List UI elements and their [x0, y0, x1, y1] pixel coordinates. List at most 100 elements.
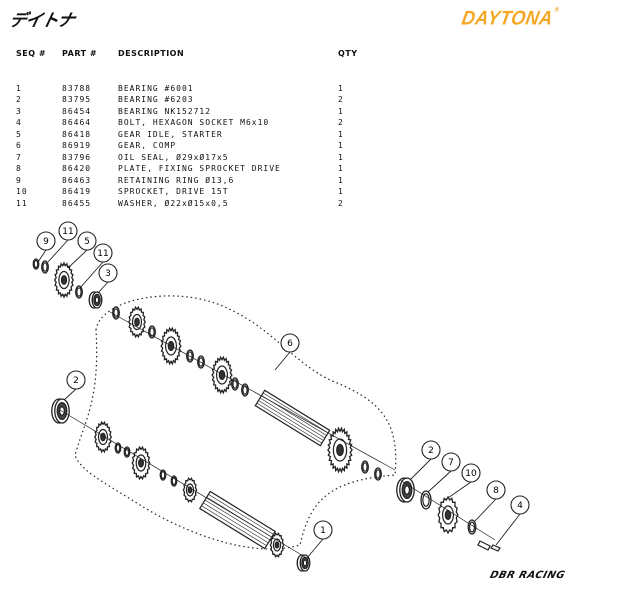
callout-number: 7 [448, 458, 454, 468]
callout-4: 4 [510, 495, 530, 515]
dbr-racing-logo: DBR RACING [488, 570, 567, 581]
callout-leader [306, 538, 324, 559]
qty-cell: 1 [338, 106, 344, 116]
qty-cell: 2 [338, 118, 344, 128]
qty-cell: 2 [338, 198, 344, 208]
gear [94, 420, 113, 454]
callout-5: 5 [77, 231, 97, 251]
callout-number: 11 [97, 249, 108, 259]
washer [123, 446, 131, 458]
description-cell: GEAR IDLE, STARTER [118, 129, 223, 139]
qty-cell: 1 [338, 187, 344, 197]
washer [374, 467, 382, 481]
callout-leader [63, 388, 77, 401]
part-number-cell: 86419 [62, 187, 92, 197]
axis-line [399, 479, 496, 541]
callout-number: 10 [465, 469, 477, 479]
callout-leader [409, 458, 432, 481]
callout-2: 2 [66, 370, 86, 390]
washer-11 [75, 285, 83, 299]
description-cell: BEARING #6203 [118, 95, 194, 105]
part-number-cell: 83788 [62, 84, 92, 93]
registered-mark: ® [553, 6, 560, 14]
bearing-1 [296, 554, 311, 572]
callout-number: 11 [62, 227, 73, 237]
callout-leader [47, 239, 69, 263]
column-header-qty: QTY [338, 49, 358, 58]
washer [361, 460, 369, 474]
gear [131, 445, 151, 481]
callout-leader [444, 481, 472, 501]
callout-1: 1 [313, 520, 333, 540]
column-header-description: DESCRIPTION [118, 49, 185, 58]
qty-cell: 1 [338, 141, 344, 151]
callout-11: 11 [58, 221, 78, 241]
callout-leader [473, 498, 497, 523]
callout-leader [427, 470, 452, 493]
callout-number: 4 [517, 501, 523, 511]
seq-cell: 6 [16, 141, 22, 151]
oil-seal-7 [420, 490, 432, 510]
callout-7: 7 [441, 452, 461, 472]
gear [211, 355, 233, 395]
qty-cell: 1 [338, 175, 344, 185]
callout-leader [495, 513, 521, 546]
part-number-cell: 86464 [62, 118, 92, 128]
description-cell: GEAR, COMP [118, 141, 177, 151]
description-cell: WASHER, Ø22xØ15x0,5 [118, 198, 229, 208]
part-number-cell: 86463 [62, 175, 92, 185]
table-row: 4 86464 BOLT, HEXAGON SOCKET M6x10 2 [0, 118, 617, 129]
callout-leader [67, 249, 88, 269]
callout-number: 2 [428, 446, 434, 456]
leader-lines [37, 239, 521, 561]
callout-3: 3 [98, 263, 118, 283]
parts-layer [32, 258, 501, 572]
callout-leader [274, 351, 291, 371]
part-number-cell: 86454 [62, 106, 92, 116]
seq-cell: 8 [16, 164, 22, 174]
seq-cell: 3 [16, 106, 22, 116]
seq-cell: 7 [16, 152, 22, 162]
seq-cell: 10 [16, 187, 28, 197]
axis-line [59, 409, 311, 561]
callout-leader [97, 281, 109, 294]
gear [128, 305, 147, 339]
seq-cell: 5 [16, 129, 22, 139]
part-number-cell: 86418 [62, 129, 92, 139]
callout-6: 6 [280, 333, 300, 353]
column-header-seq: SEQ # [16, 49, 47, 58]
callout-10: 10 [461, 463, 481, 483]
callout-2: 2 [421, 440, 441, 460]
callout-9: 9 [36, 231, 56, 251]
column-header-part: PART # [62, 49, 98, 58]
callout-leader [37, 249, 47, 263]
callout-8: 8 [486, 480, 506, 500]
description-cell: RETAINING RING Ø13,6 [118, 175, 235, 185]
gear [269, 532, 285, 558]
callout-number: 3 [105, 269, 111, 279]
part-number-cell: 83795 [62, 95, 92, 105]
description-cell: BOLT, HEXAGON SOCKET M6x10 [118, 118, 270, 128]
bolt-4 [490, 544, 501, 552]
part-number-cell: 86420 [62, 164, 92, 174]
seq-cell: 9 [16, 175, 22, 185]
bearing-2 [51, 398, 70, 424]
qty-cell: 1 [338, 84, 344, 93]
description-cell: BEARING #6001 [118, 84, 194, 93]
qty-cell: 1 [338, 152, 344, 162]
seq-cell: 4 [16, 118, 22, 128]
callout-number: 8 [493, 486, 499, 496]
bearing-2 [396, 477, 415, 503]
washer [112, 306, 120, 320]
qty-cell: 2 [338, 95, 344, 105]
bolt-4 [477, 540, 491, 551]
daytona-logo-text: DAYTONA [460, 6, 555, 29]
